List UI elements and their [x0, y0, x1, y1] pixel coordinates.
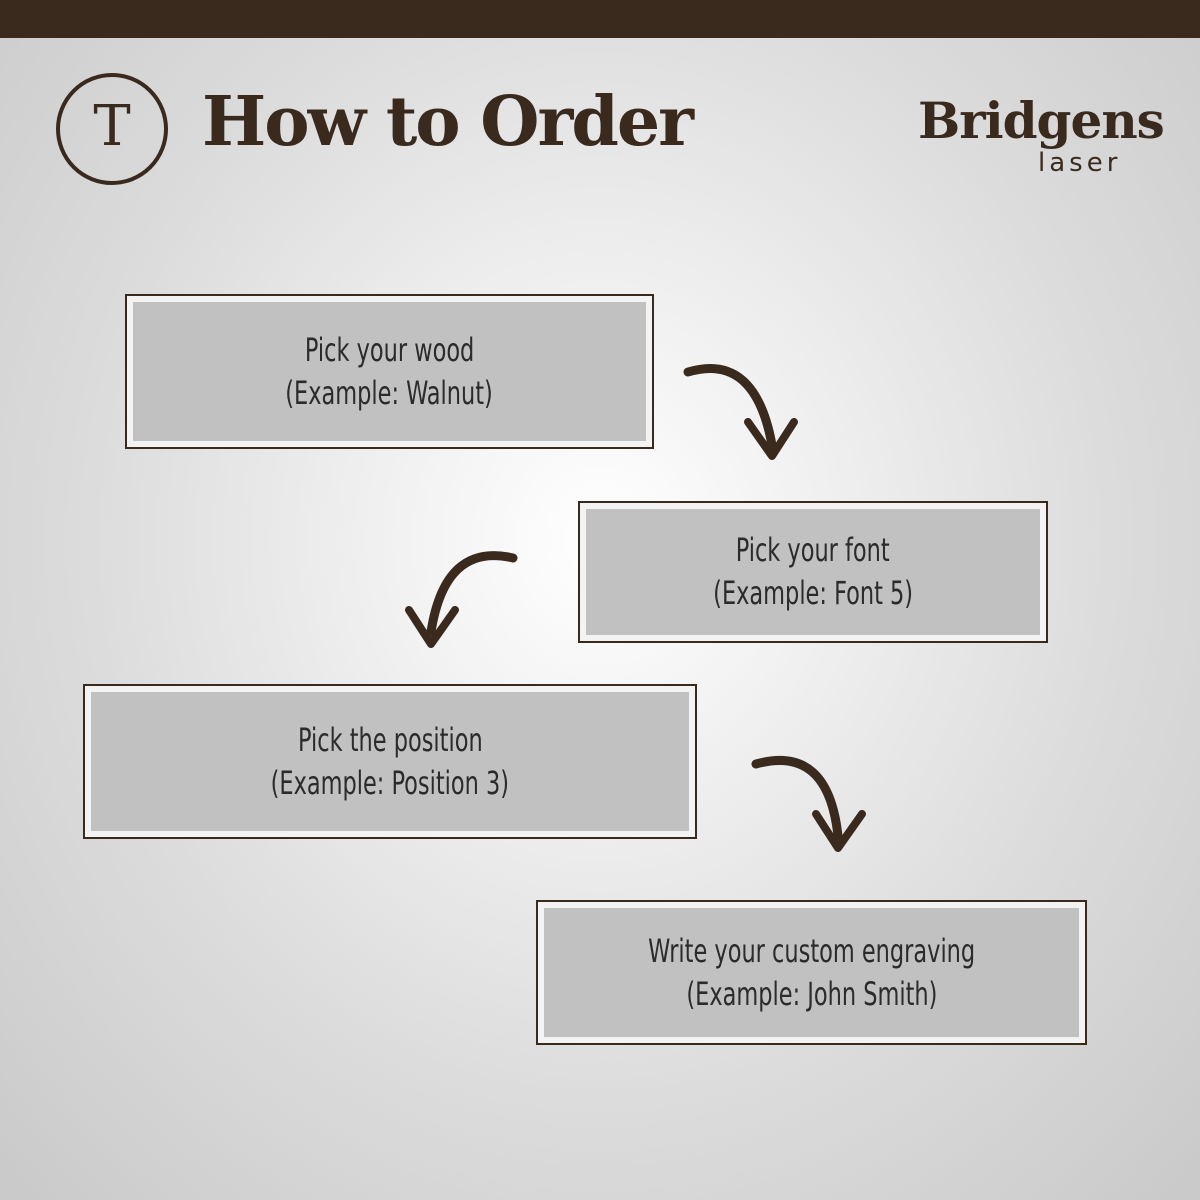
step-3-inner: Pick the position (Example: Position 3) — [91, 692, 689, 831]
step-3-title: Pick the position — [297, 720, 483, 759]
step-2-title: Pick your font — [735, 531, 890, 569]
step-1-inner: Pick your wood (Example: Walnut) — [133, 302, 646, 441]
step-4-box: Write your custom engraving (Example: Jo… — [536, 900, 1087, 1045]
badge-letter: T — [93, 94, 131, 159]
curved-arrow-icon-2 — [405, 551, 518, 648]
step-2-example: (Example: Font 5) — [713, 574, 913, 612]
step-3-example: (Example: Position 3) — [270, 763, 510, 802]
step-1-title: Pick your wood — [304, 330, 475, 369]
brand-name: Bridgens — [918, 91, 1165, 150]
step-1-example: (Example: Walnut) — [285, 373, 494, 412]
step-3-box: Pick the position (Example: Position 3) — [83, 684, 697, 839]
title-badge: T — [56, 73, 168, 185]
step-4-title: Write your custom engraving — [647, 931, 976, 970]
page-title: How to Order — [202, 82, 694, 162]
brand-sub: laser — [1038, 148, 1122, 178]
step-1-box: Pick your wood (Example: Walnut) — [125, 294, 654, 449]
curved-arrow-icon-1 — [683, 364, 798, 460]
step-4-inner: Write your custom engraving (Example: Jo… — [544, 908, 1079, 1037]
top-bar — [0, 0, 1200, 38]
step-4-example: (Example: John Smith) — [685, 974, 938, 1013]
step-2-inner: Pick your font (Example: Font 5) — [586, 509, 1040, 635]
step-2-box: Pick your font (Example: Font 5) — [578, 501, 1048, 643]
brand-logo: Bridgens laser — [918, 96, 1165, 186]
curved-arrow-icon-3 — [751, 755, 866, 852]
